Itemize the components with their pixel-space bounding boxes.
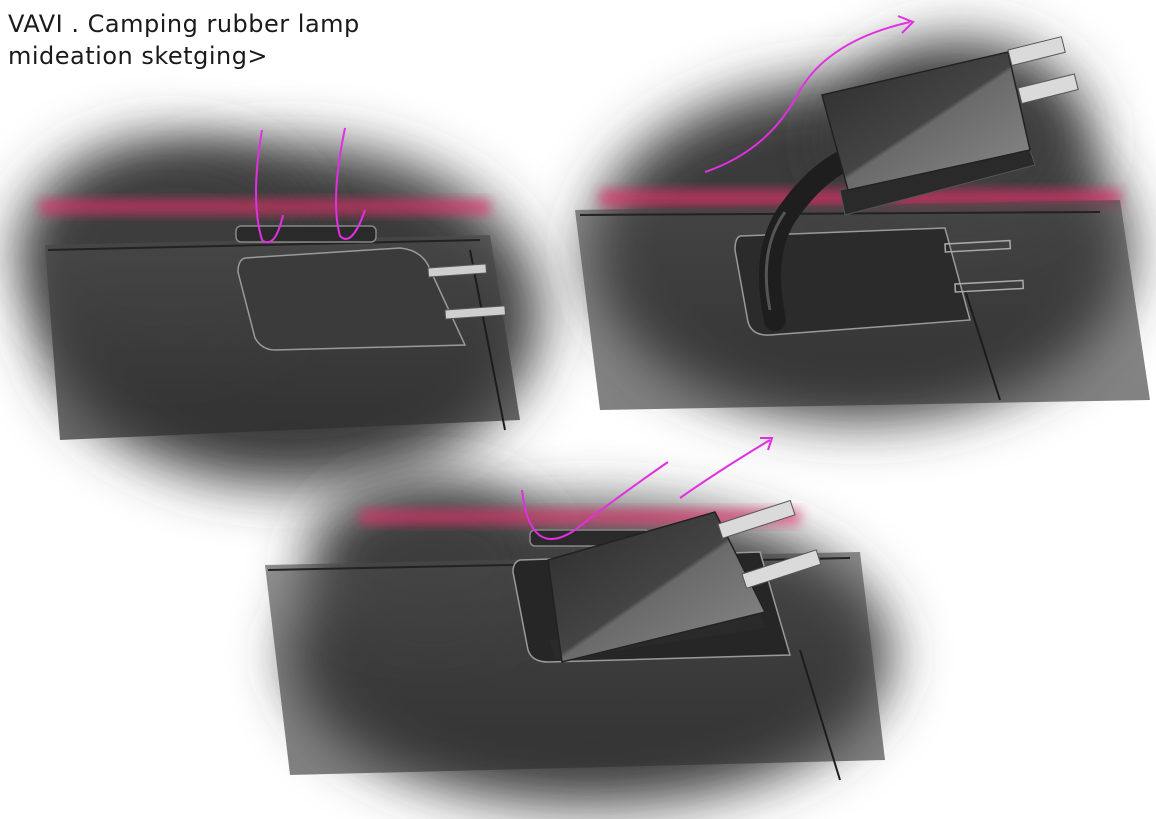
prong	[444, 305, 507, 320]
sketch-stowed	[20, 127, 540, 485]
cable	[759, 149, 856, 331]
prong	[427, 263, 488, 278]
top-slot	[235, 225, 377, 243]
sketch-title: VAVI . Camping rubber lamp mideation ske…	[8, 8, 360, 72]
motion-arrow-head	[897, 15, 915, 34]
title-line-1: VAVI . Camping rubber lamp	[8, 10, 360, 38]
title-line-2: mideation sketging>	[8, 42, 269, 70]
prong	[1007, 36, 1066, 67]
sketch-pulled-out	[575, 15, 1150, 420]
prong	[1017, 73, 1079, 105]
prong	[954, 279, 1025, 293]
prong	[944, 239, 1012, 253]
accent-glow	[40, 200, 490, 214]
motion-arrow	[335, 127, 366, 240]
motion-arrow	[679, 439, 771, 499]
prong	[717, 499, 796, 539]
edge-line	[47, 239, 481, 251]
edge-line	[799, 649, 841, 781]
prong	[741, 549, 822, 589]
motion-arrow	[255, 129, 284, 244]
motion-arrow	[521, 461, 669, 540]
edge-line	[964, 289, 1001, 401]
motion-arrow-head	[760, 437, 774, 451]
edge-line	[469, 249, 506, 431]
edge-line	[579, 211, 1101, 216]
plug-body	[821, 51, 1031, 191]
cable-highlight	[764, 211, 787, 311]
open-slot	[734, 227, 971, 336]
fold-out-panel	[237, 247, 467, 351]
motion-arrow	[704, 21, 911, 173]
sketch-inserting	[265, 437, 890, 805]
plug-body	[547, 511, 767, 663]
